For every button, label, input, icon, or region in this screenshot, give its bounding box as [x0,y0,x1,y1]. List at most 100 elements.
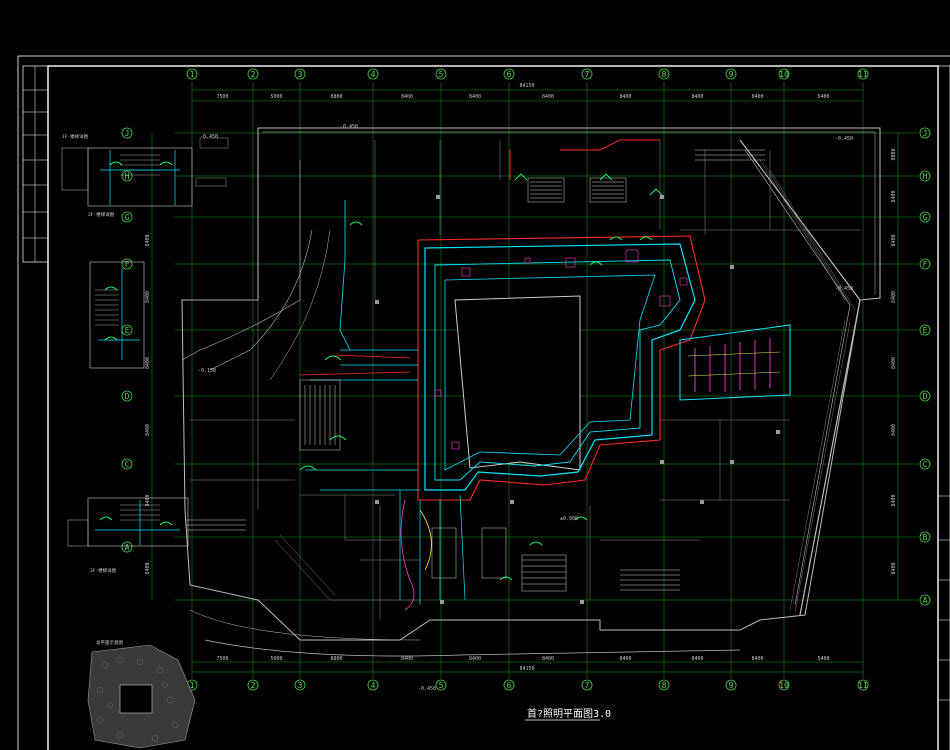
grid-bubble-label: 9 [729,70,734,79]
grid-bubble [121,541,133,553]
elevation-mark: -0.450 [835,136,853,142]
grid-bubble [919,458,931,470]
grid-bubble [919,211,931,223]
dimension-chains: 7500 5000 8800 8400 8400 8400 8400 8400 8400 5400… [145,83,899,673]
dim-label: 8400 [145,494,151,506]
stair-detail-3: 3F-楼梯详图 [67,497,189,574]
dim-label: 5000 [270,94,282,100]
dim-label: 7500 [216,94,228,100]
dim-label: 8400 [542,94,554,100]
drawing-title: 首?照明平面图3.0 [527,707,611,720]
elevation-mark: -0.450 [835,286,853,292]
site-plan-sketch: 总平面示意图 [87,639,196,749]
elevation-mark: -0.150 [198,368,216,374]
axis-grid-lines: 11223344556677889910101111JHGFEDCBAJHGFE… [121,68,931,691]
grid-bubble [186,68,198,80]
sheet-frame [17,55,950,750]
grid-bubble-label: 10 [779,70,789,79]
dim-label: 5400 [817,94,829,100]
grid-bubble [503,679,515,691]
dim-label: 8400 [145,357,151,369]
grid-bubble-label: 8 [662,70,667,79]
grid-bubble [503,68,515,80]
grid-bubble-label: H [923,172,928,181]
dim-label: 8400 [891,562,897,574]
grid-bubble [658,679,670,691]
grid-bubble [121,127,133,139]
dim-label: 8400 [469,656,481,662]
dim-label: 8400 [619,94,631,100]
grid-bubble-label: C [125,460,130,469]
elevation-mark: -0.450 [418,686,436,692]
grid-bubble-label: D [923,392,928,401]
grid-bubble-label: F [923,260,928,269]
perimeter-ramp-hatch [274,159,856,613]
grid-bubble-label: H [125,172,130,181]
east-wing-lighting [679,324,791,401]
grid-bubble-label: 2 [251,681,256,690]
grid-bubble-label: 3 [298,681,303,690]
grid-bubble [658,68,670,80]
dim-label: 5400 [817,656,829,662]
dim-label: 8400 [145,562,151,574]
dim-label: 8400 [145,291,151,303]
grid-bubble-label: 10 [779,681,789,690]
grid-bubble-label: 5 [439,681,444,690]
drawing-title-block: 首?照明平面图3.0 [525,707,611,721]
grid-bubble-label: 6 [507,681,512,690]
dim-total-label: 84150 [519,83,534,89]
grid-bubble-label: E [125,326,130,335]
grid-bubble [435,679,447,691]
dim-label: 8000 [891,148,897,160]
dim-label: 8400 [401,94,413,100]
grid-bubble-label: C [923,460,928,469]
dim-label: 8400 [891,357,897,369]
dim-label: 8400 [891,424,897,436]
grid-bubble [778,68,790,80]
stair-detail-2: 2F-楼梯详图 [88,211,145,369]
stair-1-title: 1F-楼梯详图 [62,133,89,140]
grid-bubble-label: 6 [507,70,512,79]
grid-bubble [294,679,306,691]
magenta-fixtures [434,249,688,450]
dim-label: 8400 [469,94,481,100]
grid-bubble-label: G [125,213,130,222]
grid-bubble-label: B [923,533,928,542]
grid-bubble-label: 9 [729,681,734,690]
dim-label: 8400 [751,94,763,100]
elevation-mark: -0.450 [200,134,218,140]
stair-cores [186,149,765,592]
dim-label: 8400 [401,656,413,662]
grid-bubble [919,594,931,606]
grid-bubble [121,170,133,182]
grid-bubble [367,68,379,80]
structural-columns [375,195,780,604]
elevation-annotations: -0.450 -0.450 -0.450 ±0.000 -0.450 -0.15… [198,124,853,692]
grid-bubble [778,679,790,691]
dim-label: 8400 [619,656,631,662]
dim-label: 8400 [891,291,897,303]
grid-bubble-label: 11 [858,681,868,690]
grid-bubble [294,68,306,80]
grid-bubble [725,679,737,691]
grid-bubble-label: 11 [858,70,868,79]
grid-bubble-label: G [923,213,928,222]
elevation-mark: -0.450 [340,124,358,130]
grid-bubble [725,68,737,80]
grid-bubble-label: E [923,326,928,335]
grid-bubble-label: A [125,543,130,552]
dim-label: 8400 [891,234,897,246]
lighting-circuit-ring [299,139,706,611]
grid-bubble-label: J [125,129,130,138]
dim-label: 8800 [330,656,342,662]
dim-label: 8400 [542,656,554,662]
grid-bubble [919,324,931,336]
grid-bubble [919,390,931,402]
grid-bubble-label: 2 [251,70,256,79]
grid-bubble [581,68,593,80]
grid-bubble-label: 8 [662,681,667,690]
grid-bubble [367,679,379,691]
grid-bubble [121,458,133,470]
grid-bubble-label: 4 [371,681,376,690]
dim-label: 8800 [330,94,342,100]
